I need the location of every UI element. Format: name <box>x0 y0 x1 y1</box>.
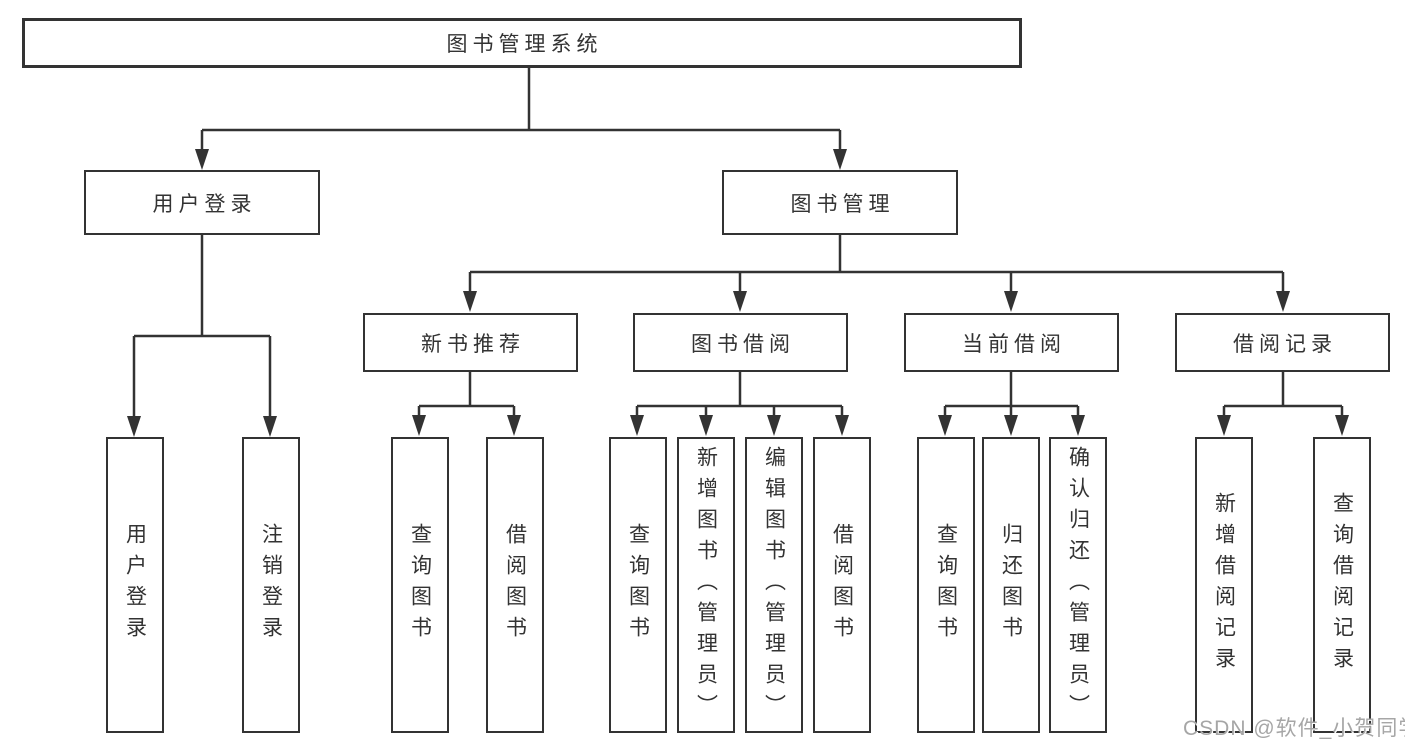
leaf-borrowing-edit: 编辑图书（管理员） <box>745 437 803 733</box>
node-book-management: 图书管理 <box>722 170 958 235</box>
leaf-borrowing-add: 新增图书（管理员） <box>677 437 735 733</box>
leaf-user-login: 用户登录 <box>106 437 164 733</box>
leaf-new-books-borrow: 借阅图书 <box>486 437 544 733</box>
node-root: 图书管理系统 <box>22 18 1022 68</box>
leaf-borrowing-query: 查询图书 <box>609 437 667 733</box>
leaf-new-books-query: 查询图书 <box>391 437 449 733</box>
leaf-records-add: 新增借阅记录 <box>1195 437 1253 733</box>
csdn-watermark: CSDN @软件_小贺同学 <box>1183 717 1405 740</box>
leaf-current-confirm-return: 确认归还（管理员） <box>1049 437 1107 733</box>
leaf-current-return: 归还图书 <box>982 437 1040 733</box>
leaf-logout: 注销登录 <box>242 437 300 733</box>
leaf-current-query: 查询图书 <box>917 437 975 733</box>
node-borrowing-records: 借阅记录 <box>1175 313 1390 372</box>
node-user-login: 用户登录 <box>84 170 320 235</box>
node-new-books: 新书推荐 <box>363 313 578 372</box>
node-book-borrowing: 图书借阅 <box>633 313 848 372</box>
node-current-borrowing: 当前借阅 <box>904 313 1119 372</box>
leaf-records-query: 查询借阅记录 <box>1313 437 1371 733</box>
leaf-borrowing-borrow: 借阅图书 <box>813 437 871 733</box>
